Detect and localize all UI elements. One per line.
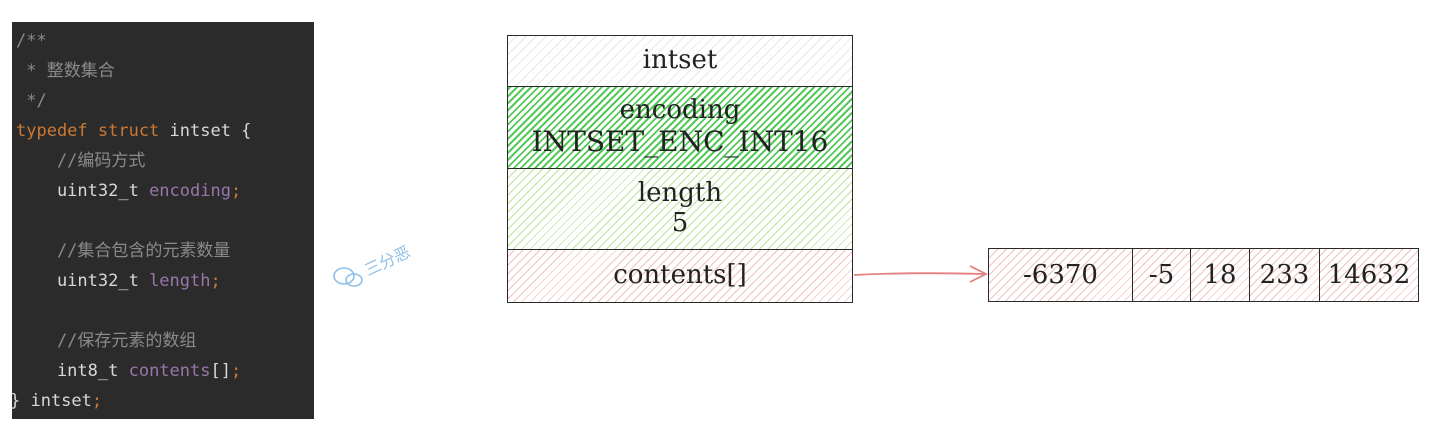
code-line: uint32_t length; bbox=[16, 266, 221, 296]
watermark-logo: 三分恶 bbox=[333, 242, 414, 287]
code-line: /** bbox=[16, 26, 47, 56]
contents-pointer-arrow bbox=[853, 265, 989, 283]
array-element: 14632 bbox=[1319, 248, 1419, 302]
code-line: //集合包含的元素数量 bbox=[16, 236, 230, 266]
contents-label: contents[] bbox=[613, 260, 747, 291]
code-token: ; bbox=[230, 361, 242, 381]
code-line: //保存元素的数组 bbox=[16, 326, 196, 356]
code-token: ; bbox=[91, 391, 103, 411]
code-line: * 整数集合 bbox=[16, 56, 115, 86]
code-token: contents bbox=[128, 361, 211, 381]
code-line: uint32_t encoding; bbox=[16, 176, 241, 206]
code-token: */ bbox=[16, 91, 47, 111]
code-token: //编码方式 bbox=[16, 151, 146, 171]
encoding-cell: encoding INTSET_ENC_INT16 bbox=[507, 86, 853, 169]
code-token: ; bbox=[210, 271, 221, 291]
encoding-label: encoding bbox=[619, 95, 741, 126]
array-element: -6370 bbox=[988, 248, 1133, 302]
code-token: encoding bbox=[149, 181, 231, 201]
intset-title-cell: intset bbox=[507, 35, 853, 87]
length-value: 5 bbox=[671, 208, 689, 238]
code-panel: /** * 整数集合 */ typedef struct intset { //编… bbox=[12, 22, 314, 419]
array-element: 18 bbox=[1190, 248, 1250, 302]
length-label: length bbox=[637, 178, 723, 209]
code-token: [] bbox=[210, 361, 231, 381]
code-token: //集合包含的元素数量 bbox=[16, 241, 231, 261]
code-token: } intset bbox=[12, 391, 92, 411]
length-cell: length 5 bbox=[507, 168, 853, 250]
code-token: /** bbox=[16, 31, 47, 51]
code-token: * 整数集合 bbox=[16, 61, 115, 81]
wechat-bubble-icon bbox=[333, 267, 355, 285]
code-line: typedef struct intset { bbox=[16, 116, 251, 146]
code-line: */ bbox=[16, 86, 47, 116]
code-token: typedef struct bbox=[16, 121, 170, 141]
code-token: length bbox=[149, 271, 211, 291]
watermark-text: 三分恶 bbox=[362, 242, 414, 280]
code-token: uint32_t bbox=[16, 271, 150, 291]
code-token: uint32_t bbox=[16, 181, 150, 201]
code-token: int8_t bbox=[16, 361, 129, 381]
code-token: //保存元素的数组 bbox=[16, 331, 197, 351]
code-token: intset { bbox=[169, 121, 252, 141]
code-line: int8_t contents[]; bbox=[16, 356, 241, 386]
contents-cell: contents[] bbox=[507, 249, 853, 303]
code-token: ; bbox=[230, 181, 242, 201]
array-element: -5 bbox=[1131, 248, 1192, 302]
code-line: } intset; bbox=[12, 386, 102, 416]
code-line: //编码方式 bbox=[16, 146, 145, 176]
intset-title: intset bbox=[642, 45, 718, 76]
encoding-value: INTSET_ENC_INT16 bbox=[531, 125, 829, 159]
array-element: 233 bbox=[1248, 248, 1321, 302]
